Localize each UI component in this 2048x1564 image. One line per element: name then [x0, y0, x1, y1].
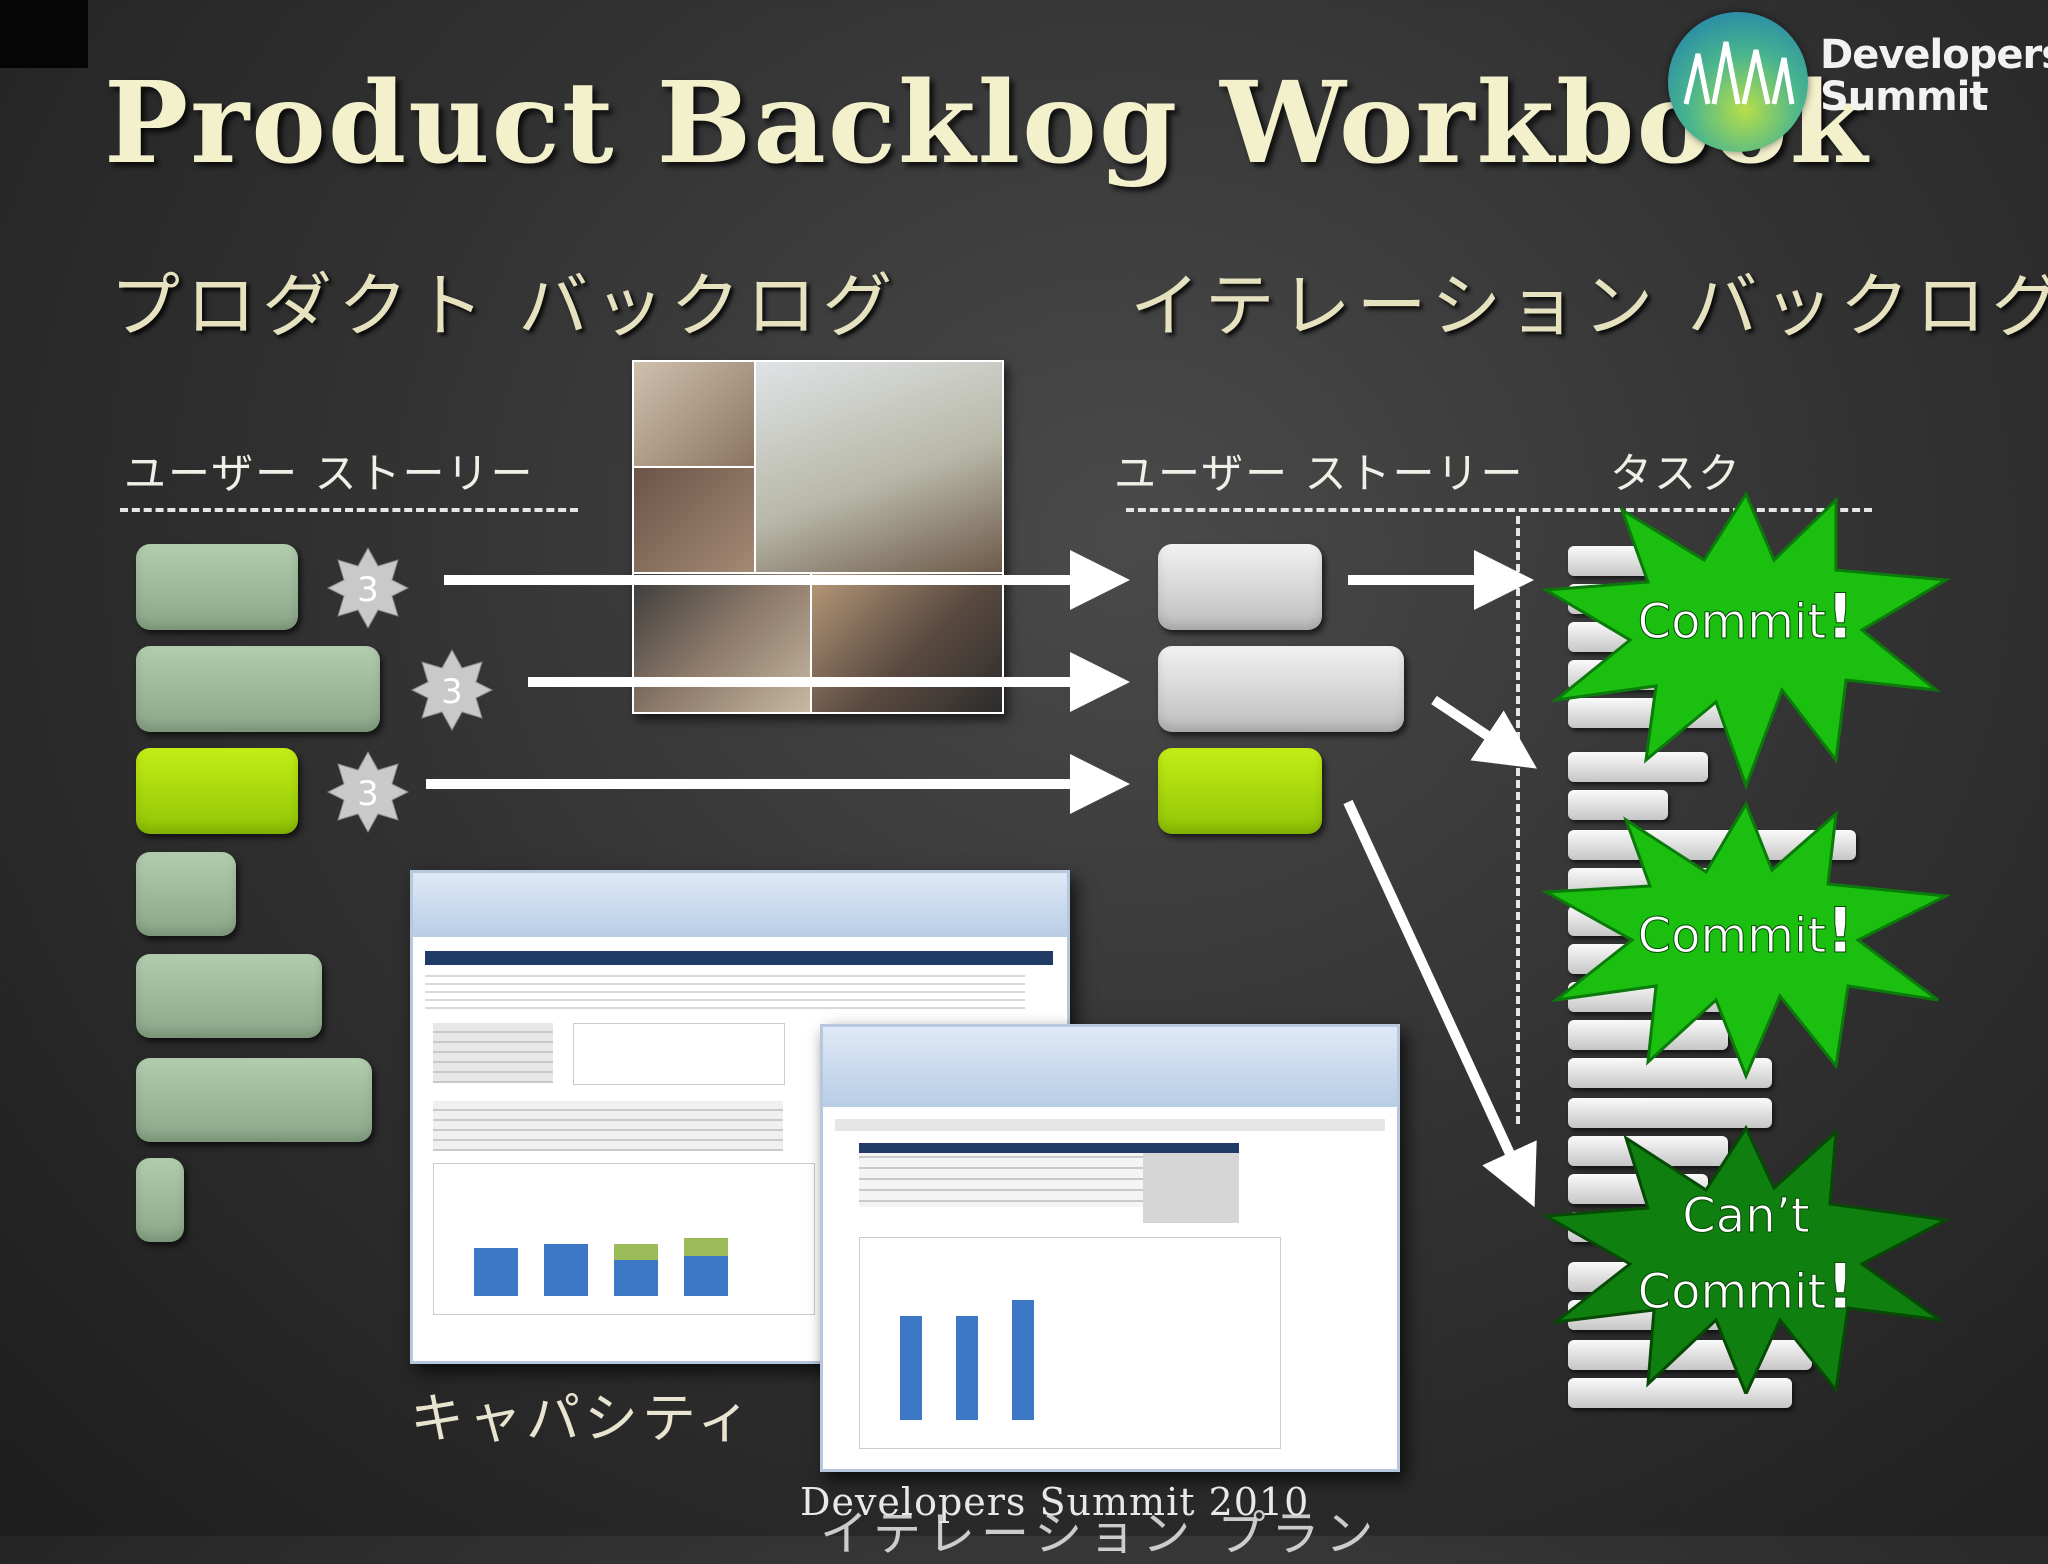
capacity-spreadsheet-screenshot: [410, 870, 1070, 1364]
burst-2-mark: !: [1826, 894, 1854, 967]
product-story-2: [136, 646, 380, 732]
burst-icon: Commit!: [1540, 800, 1952, 1080]
burst-3-line2: Commit: [1638, 1264, 1827, 1320]
product-story-1: [136, 544, 298, 630]
star-badge-icon: 3: [326, 546, 410, 630]
right-dashed-divider: [1126, 508, 1872, 512]
arrow-icon: [1431, 695, 1537, 769]
burst-3-mark: !: [1826, 1250, 1854, 1323]
star-badge-icon: 3: [326, 750, 410, 834]
burst-icon: Can’t Commit!: [1541, 1124, 1951, 1394]
right-column-heading-tasks: タスク: [1610, 449, 1743, 498]
iteration-plan-spreadsheet-screenshot: [820, 1024, 1400, 1472]
left-dashed-divider: [120, 508, 578, 512]
left-heading: プロダクト バックログ: [110, 265, 899, 347]
product-story-6: [136, 1058, 372, 1142]
capacity-label: キャパシティ: [410, 1387, 755, 1450]
team-meeting-photo: [632, 360, 1004, 714]
developers-summit-logo: Developers Summit: [1668, 12, 2048, 152]
product-story-3-selected: [136, 748, 298, 834]
burst-3-line1: Can’t: [1682, 1188, 1809, 1244]
footer-text: Developers Summit 2010: [800, 1480, 1310, 1524]
svg-text:Commit!: Commit!: [1638, 894, 1855, 967]
logo-line1: Developers: [1820, 32, 2048, 78]
footer-overlay-text: イテレーション プラン: [820, 1506, 1380, 1562]
iteration-story-2: [1158, 646, 1404, 732]
logo-text: Developers Summit: [1820, 34, 2048, 118]
task-item: [1568, 1058, 1772, 1088]
iteration-story-1: [1158, 544, 1322, 630]
burst-1-mark: !: [1826, 580, 1854, 653]
svg-text:Commit!: Commit!: [1638, 1250, 1855, 1323]
burst-2-line1: Commit: [1638, 908, 1827, 964]
iteration-story-3: [1158, 748, 1322, 834]
product-story-7: [136, 1158, 184, 1242]
product-story-5: [136, 954, 322, 1038]
logo-line2: Summit: [1820, 74, 1988, 120]
arrow-icon: [1343, 799, 1537, 1208]
vertical-dashed-divider: [1516, 516, 1520, 1124]
product-story-4: [136, 852, 236, 936]
burst-icon: Commit!: [1541, 490, 1951, 790]
logo-icon: [1668, 12, 1808, 152]
task-item: [1568, 1020, 1728, 1050]
slide-title: Product Backlog Workbook: [104, 58, 1870, 189]
left-column-heading: ユーザー ストーリー: [124, 449, 535, 498]
task-item: [1568, 790, 1668, 820]
badge-value: 3: [357, 774, 379, 814]
badge-value: 3: [441, 672, 463, 712]
task-item: [1568, 752, 1708, 782]
burst-1-line1: Commit: [1638, 594, 1827, 650]
task-item: [1568, 1098, 1772, 1128]
badge-value: 3: [357, 570, 379, 610]
task-item: [1568, 1378, 1792, 1408]
right-heading: イテレーション バックログ: [1130, 265, 2048, 347]
star-badge-icon: 3: [410, 648, 494, 732]
right-column-heading-stories: ユーザー ストーリー: [1114, 449, 1525, 498]
corner-block: [0, 0, 88, 68]
svg-text:Commit!: Commit!: [1638, 580, 1855, 653]
